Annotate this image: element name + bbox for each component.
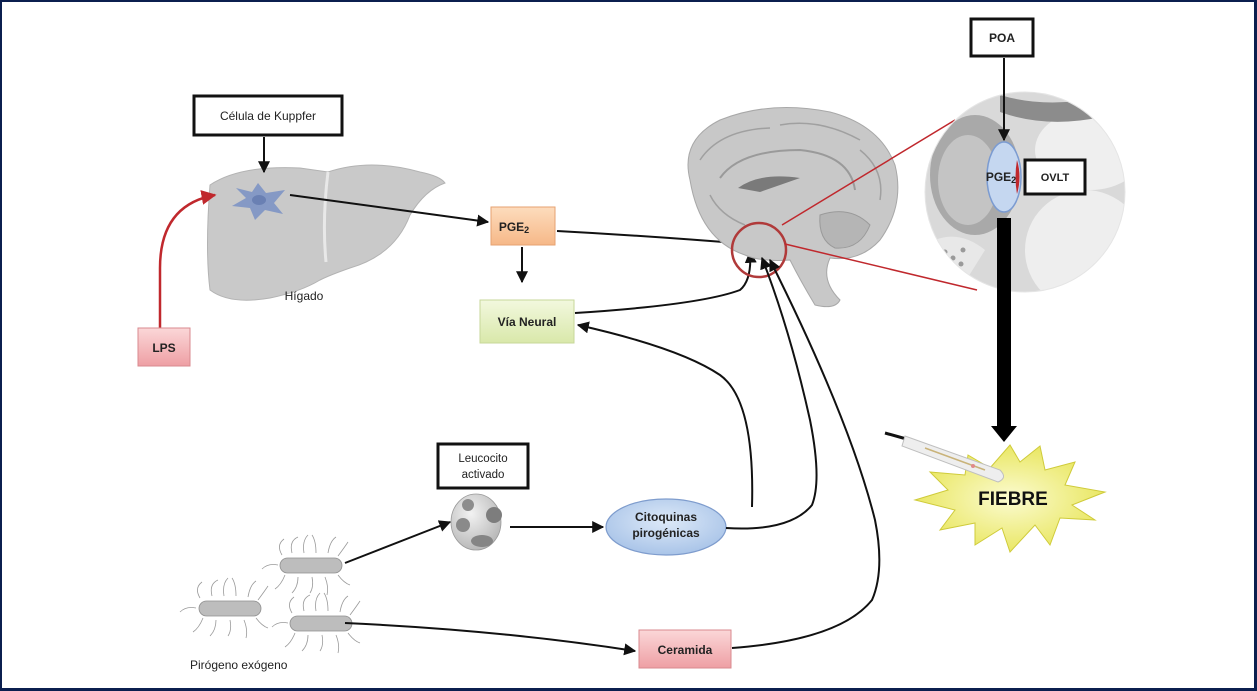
leukocyte-label-box (436, 442, 530, 490)
bacterium-1-icon (279, 557, 343, 574)
ceramide-box (638, 629, 732, 669)
poa-label: POA (989, 31, 1015, 45)
hypothalamus-highlight-circle (730, 221, 788, 279)
bacteria-to-ceramide-arrow (344, 622, 637, 656)
hypothalamus-inset-illustration (925, 92, 1125, 292)
ovlt-marker (1015, 160, 1020, 194)
ceramide-to-brain-arrow (731, 258, 881, 649)
kupffer-label: Célula de Kuppfer (220, 109, 316, 123)
pge2-label: PGE2 (499, 220, 529, 235)
kupffer-label-box (192, 94, 344, 137)
leukocyte-icon (450, 493, 502, 551)
cytokines-ellipse (605, 498, 727, 556)
inset-pge2-label: PGE2 (986, 170, 1016, 185)
fever-starburst (913, 444, 1107, 553)
liver-label: Hígado (285, 289, 324, 303)
bacteria-illustration (179, 534, 361, 654)
liver-illustration (207, 164, 446, 301)
fever-label: FIEBRE (978, 489, 1048, 510)
cytokines-to-brain-arrow (725, 256, 818, 530)
bacterium-2-icon (198, 600, 262, 617)
via-neural-label: Vía Neural (498, 315, 557, 329)
pge2-box (490, 206, 556, 246)
inset-circle (924, 91, 1126, 293)
ceramide-label: Ceramida (658, 643, 713, 657)
zoom-line-bottom (784, 243, 978, 291)
zoom-line-top (781, 119, 956, 226)
lps-label: LPS (152, 341, 175, 355)
lps-box (137, 327, 191, 367)
fever-arrow-head (991, 426, 1017, 442)
leukocyte-label-line2: activado (462, 469, 505, 481)
via-neural-box (479, 299, 575, 344)
thermometer-icon (884, 431, 1004, 483)
poa-box (969, 17, 1035, 58)
bacterium-3-icon (289, 615, 353, 632)
leukocyte-label-line1: Leucocito (458, 453, 507, 465)
cytokines-label-line1: Citoquinas (635, 510, 697, 524)
neural-to-brain-arrow (574, 250, 757, 314)
kupffer-to-pge2-arrow (289, 194, 490, 227)
cytokines-label-line2: pirogénicas (632, 526, 700, 540)
ovlt-label: OVLT (1041, 172, 1070, 184)
lps-arrow (158, 190, 217, 328)
brain-illustration (687, 107, 899, 308)
cytokines-to-neural-arrow (576, 321, 754, 508)
inset-pge2-ellipse (986, 141, 1022, 213)
exogenous-pyrogen-label: Pirógeno exógeno (190, 658, 288, 672)
fever-arrow-shaft (997, 218, 1011, 426)
ovlt-box (1023, 158, 1087, 196)
kupffer-nucleus-icon (252, 195, 266, 205)
bacteria-to-leukocyte-arrow (344, 520, 452, 564)
